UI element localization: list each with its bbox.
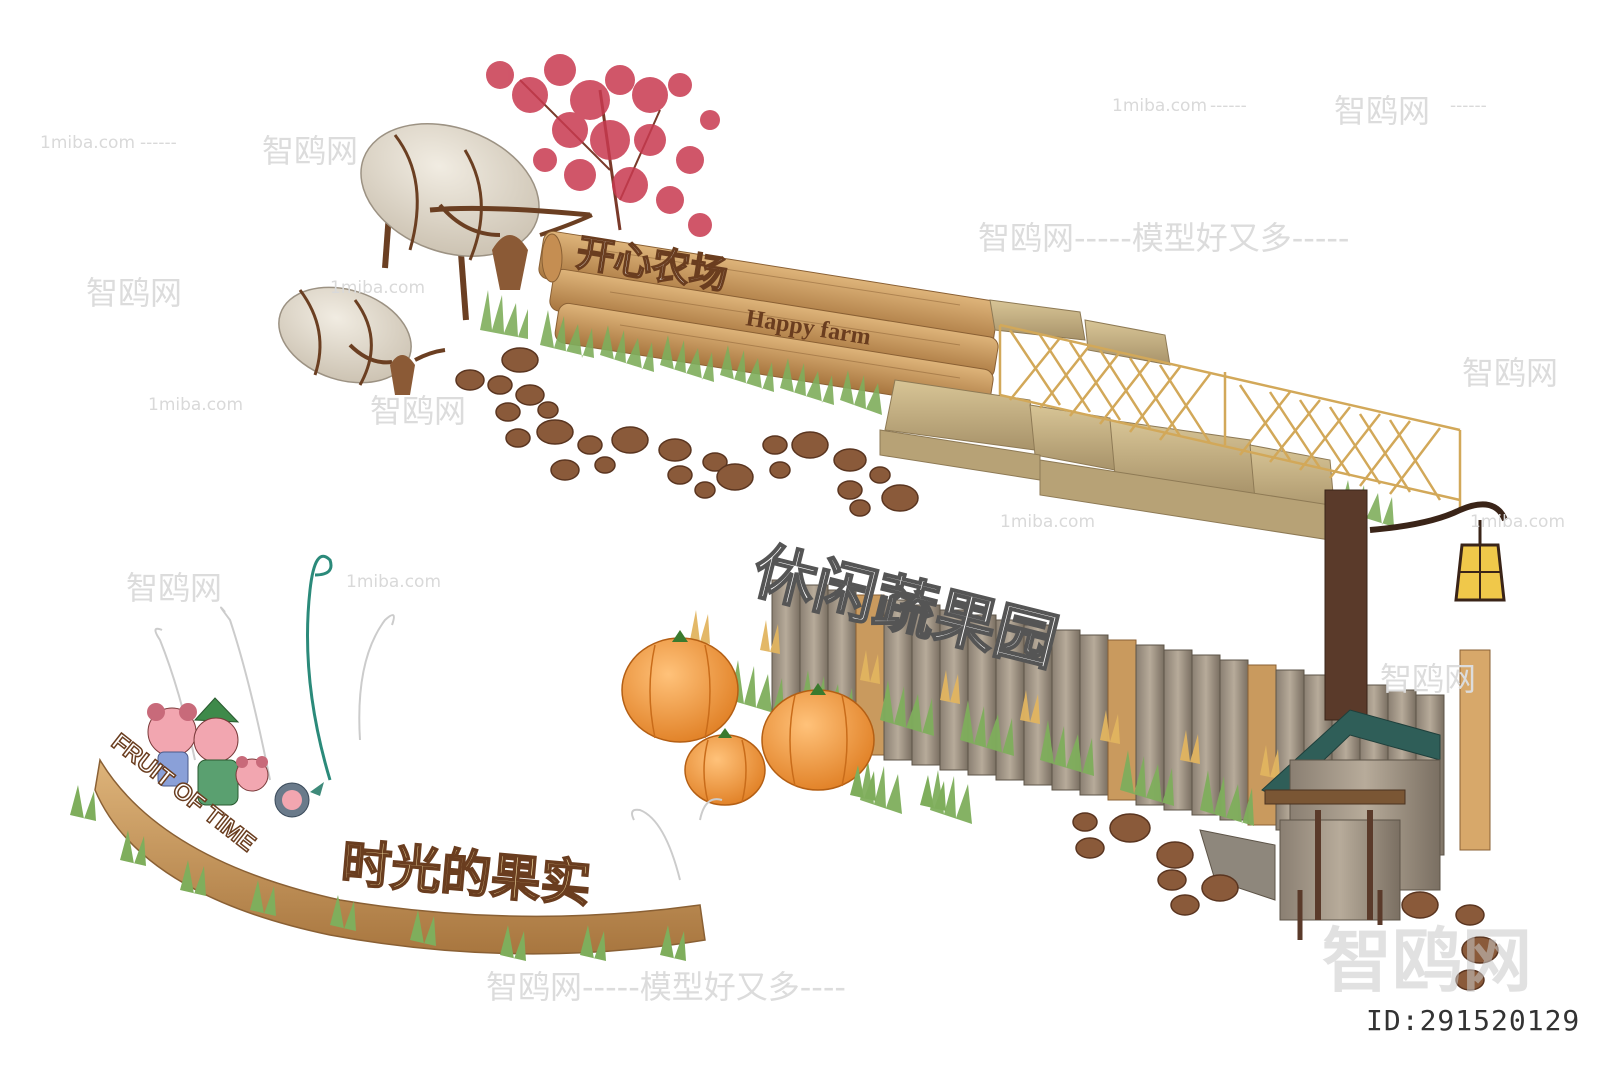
stepping-stones-garden	[1072, 812, 1499, 991]
watermark-dashes-3: ------	[1450, 96, 1487, 116]
watermark-brand-3: 智鸥网	[86, 274, 183, 312]
watermark-dashes-1: ------	[140, 133, 177, 153]
watermark-site-7: 1miba.com	[346, 572, 442, 592]
watermark-brand-4: 智鸥网	[370, 392, 467, 430]
pumpkins	[621, 630, 875, 806]
lattice-fence	[998, 323, 1462, 510]
watermark-dashes-2: ------	[1210, 96, 1247, 116]
watermark-site-3: 1miba.com	[330, 278, 426, 298]
grass-tufts-base	[70, 765, 946, 961]
watermark-slogan-1: 智鸥网-----模型好又多-----	[978, 219, 1350, 257]
grass-row-top	[480, 290, 1394, 527]
fruit-of-time-cn-sign: 时光的果实	[339, 834, 593, 914]
watermark-site-4: 1miba.com	[148, 395, 244, 415]
watermark-site-2: 1miba.com	[1112, 96, 1208, 116]
watermark-bottom-slogan: 智鸥网-----模型好又多----	[486, 968, 846, 1006]
cartoon-characters	[147, 697, 324, 818]
stepping-stones-top	[455, 347, 919, 517]
watermark-brand-7: 智鸥网	[1380, 660, 1477, 698]
hay-bull-large	[360, 123, 593, 321]
watermark-site-5: 1miba.com	[1000, 512, 1096, 532]
watermark-brand-2: 智鸥网	[1334, 92, 1431, 130]
curved-wood-base	[94, 757, 706, 955]
watermark-site-6: 1miba.com	[1470, 512, 1566, 532]
watermark-site-1: 1miba.com	[40, 133, 136, 153]
watermark-brand-5: 智鸥网	[1462, 354, 1559, 392]
wooden-press-shed	[1199, 709, 1441, 940]
watermark-brand-1: 智鸥网	[262, 132, 359, 170]
log-pile-sign	[538, 230, 999, 410]
lamp-post	[1324, 489, 1508, 721]
model-id-label: ID:291520129	[1366, 1004, 1581, 1037]
watermark-brand-6: 智鸥网	[126, 569, 223, 607]
corner-brand-logo: 智鸥网	[1322, 920, 1532, 1002]
maple-tree	[486, 54, 720, 237]
hay-bull-small	[278, 286, 446, 395]
stone-wall	[879, 299, 1336, 541]
